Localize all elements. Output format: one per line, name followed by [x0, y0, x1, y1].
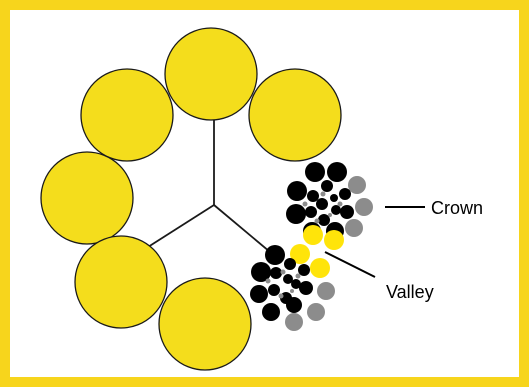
black-particle	[270, 267, 282, 279]
yellow-particle	[324, 230, 344, 250]
yellow-particle	[290, 244, 310, 264]
black-particle	[286, 204, 306, 224]
lower-particle-cluster	[250, 245, 335, 331]
connector-left	[147, 204, 215, 248]
gray-particle	[307, 303, 325, 321]
large-circle-lower-left	[74, 235, 168, 329]
black-particle	[268, 284, 280, 296]
black-particle	[305, 206, 317, 218]
black-particle	[265, 245, 285, 265]
valley-particle-group	[290, 225, 344, 278]
gray-particle	[345, 219, 363, 237]
black-particle	[287, 181, 307, 201]
large-circle-top	[164, 27, 258, 121]
large-circle-bottom	[158, 277, 252, 371]
black-particle	[331, 205, 341, 215]
yellow-particle	[310, 258, 330, 278]
black-particle	[283, 274, 293, 284]
large-circle-upper-left	[80, 68, 174, 162]
black-particle	[305, 162, 325, 182]
black-particle	[251, 262, 271, 282]
gray-particle	[290, 289, 294, 293]
gray-particle	[328, 213, 332, 217]
gray-particle	[337, 201, 343, 207]
gray-particle	[355, 198, 373, 216]
black-particle	[339, 188, 351, 200]
crown-label: Crown	[431, 198, 483, 218]
valley-label: Valley	[386, 282, 434, 302]
gray-particle	[265, 278, 271, 284]
gray-particle	[280, 269, 286, 275]
black-particle	[340, 205, 354, 219]
black-particle	[330, 194, 338, 202]
black-particle	[291, 279, 301, 289]
gray-particle	[320, 191, 326, 197]
gray-particle	[317, 282, 335, 300]
large-circle-upper-right	[248, 68, 342, 162]
gray-particle	[348, 176, 366, 194]
gray-particle	[278, 293, 284, 299]
black-particle	[262, 303, 280, 321]
black-particle	[316, 198, 328, 210]
crown-particle-cluster	[286, 162, 373, 240]
black-particle	[299, 281, 313, 295]
large-circle-left	[40, 151, 134, 245]
black-particle	[327, 162, 347, 182]
black-particle	[250, 285, 268, 303]
black-particle	[298, 264, 310, 276]
black-particle	[307, 190, 319, 202]
black-particle	[284, 258, 296, 270]
large-circle-ring	[40, 27, 342, 371]
gray-particle	[285, 313, 303, 331]
black-particle	[321, 180, 333, 192]
gray-particle	[302, 201, 308, 207]
valley-callout-line	[324, 251, 376, 278]
yellow-particle	[303, 225, 323, 245]
gray-particle	[314, 218, 320, 224]
black-particle	[318, 214, 330, 226]
gray-particle	[295, 273, 301, 279]
